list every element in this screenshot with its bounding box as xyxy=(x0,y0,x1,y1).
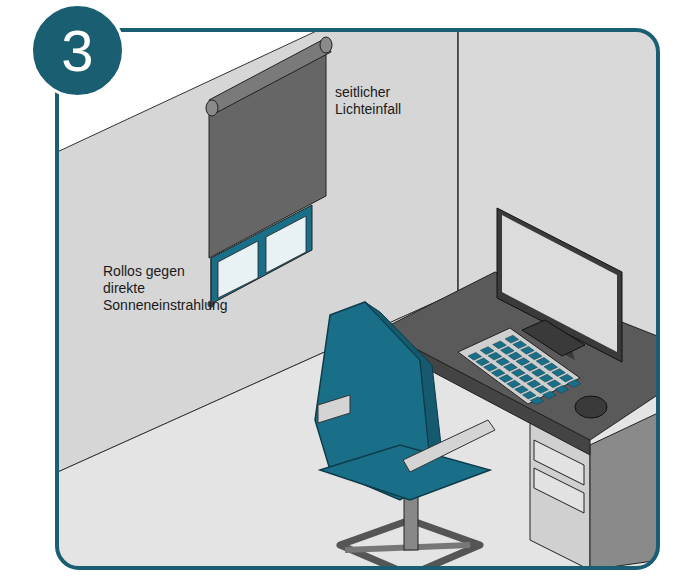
key xyxy=(524,363,538,371)
annotation-label: seitlicher Lichteinfall xyxy=(335,84,425,118)
key xyxy=(476,358,490,366)
key xyxy=(500,347,514,355)
key xyxy=(493,341,507,349)
key xyxy=(496,358,510,366)
key xyxy=(521,346,535,354)
mouse xyxy=(575,396,607,418)
key xyxy=(504,363,518,371)
key xyxy=(567,380,581,388)
key xyxy=(535,386,549,394)
key xyxy=(505,335,519,343)
keyboard xyxy=(458,328,580,404)
key xyxy=(484,364,498,372)
key xyxy=(559,374,573,382)
key xyxy=(530,397,544,405)
key xyxy=(552,369,566,377)
key xyxy=(507,380,521,388)
key xyxy=(547,380,561,388)
step-badge: 3 xyxy=(30,3,125,98)
key xyxy=(543,391,557,399)
leader-dot xyxy=(208,301,215,308)
drawer xyxy=(534,468,584,513)
keyboard-keys xyxy=(468,335,581,404)
room-corner xyxy=(458,30,459,292)
roller-end xyxy=(320,37,332,53)
key xyxy=(519,374,533,382)
key xyxy=(532,369,546,377)
key xyxy=(527,380,541,388)
key xyxy=(488,352,502,360)
annotation-label: Rollos gegen direkte Sonneneinstrahlung xyxy=(103,263,207,314)
key xyxy=(508,352,522,360)
blind-roller xyxy=(209,38,331,114)
frame-border xyxy=(57,30,658,568)
roller-end xyxy=(206,100,218,116)
key xyxy=(528,352,542,360)
key xyxy=(516,358,530,366)
office-chair xyxy=(315,302,495,568)
key xyxy=(513,341,527,349)
key xyxy=(491,369,505,377)
step-number: 3 xyxy=(61,22,93,80)
key xyxy=(539,374,553,382)
key xyxy=(511,369,525,377)
key xyxy=(555,385,569,393)
key xyxy=(499,375,513,383)
key xyxy=(544,363,558,371)
key xyxy=(468,352,482,360)
desk-side xyxy=(590,412,658,568)
key xyxy=(480,347,494,355)
key xyxy=(522,391,536,399)
key xyxy=(536,358,550,366)
leader-line xyxy=(210,258,211,301)
monitor xyxy=(497,208,622,362)
key xyxy=(515,386,529,394)
